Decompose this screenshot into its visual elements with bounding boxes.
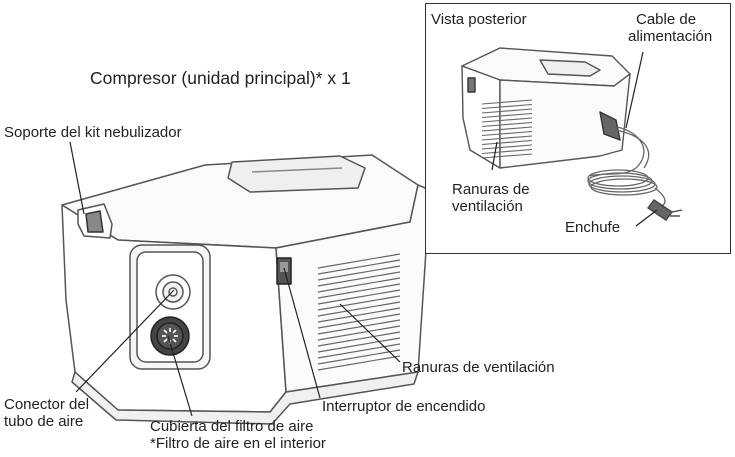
- vent-slot: [317, 325, 401, 341]
- air-tube-connector-label-1: Conector del: [4, 396, 90, 413]
- vent-slot: [317, 295, 401, 311]
- vent-slot: [481, 112, 533, 119]
- filter-cover-label-1: Cubierta del filtro de aire: [150, 418, 314, 435]
- vent-slot: [317, 253, 401, 269]
- power-cable-label-2: alimentación: [628, 28, 713, 45]
- power-cable-label-1: Cable de: [636, 11, 697, 28]
- ventilation-slots-main: [317, 253, 401, 371]
- vent-slot: [481, 144, 533, 150]
- vent-slot: [317, 259, 401, 275]
- compressor-unit: [61, 154, 431, 425]
- vent-slot: [481, 103, 533, 110]
- kit-holder-label: Soporte del kit nebulizador: [4, 124, 182, 141]
- vent-slot: [317, 289, 401, 305]
- vent-slot: [317, 265, 401, 281]
- vent-slot: [481, 139, 533, 146]
- vent-slot: [317, 355, 401, 371]
- filter-cover-label-2: *Filtro de aire en el interior: [150, 435, 326, 452]
- inset-vents-label-1: Ranuras de: [452, 181, 530, 198]
- vent-slot: [317, 319, 401, 335]
- vent-slot: [317, 313, 401, 329]
- vent-slot: [481, 135, 533, 141]
- vent-slot: [481, 153, 533, 159]
- vent-slot: [317, 349, 401, 365]
- vent-slot: [481, 121, 533, 128]
- vent-slot: [481, 126, 533, 132]
- air-tube-connector-label-2: tubo de aire: [4, 413, 84, 430]
- vent-slot: [317, 343, 401, 359]
- vent-slot: [317, 307, 401, 323]
- rear-view-label: Vista posterior: [431, 11, 527, 28]
- plug-label: Enchufe: [565, 219, 621, 236]
- inset-vents-label-2: ventilación: [452, 198, 523, 215]
- vent-slot: [481, 130, 533, 137]
- vent-slot: [481, 117, 533, 123]
- vent-slot: [317, 277, 401, 293]
- vent-slot: [481, 108, 533, 114]
- vent-slot: [481, 99, 533, 105]
- vent-slot: [317, 337, 401, 353]
- compressor-top-recess: [227, 155, 366, 193]
- vent-slot: [317, 271, 401, 287]
- vent-slot: [481, 148, 533, 155]
- compressor-title: Compresor (unidad principal)* x 1: [90, 68, 351, 88]
- power-switch-label: Interruptor de encendido: [322, 398, 486, 415]
- vent-slot: [317, 283, 401, 299]
- ventilation-label-main: Ranuras de ventilación: [402, 359, 555, 376]
- vent-slot: [317, 331, 401, 347]
- vent-slot: [317, 301, 401, 317]
